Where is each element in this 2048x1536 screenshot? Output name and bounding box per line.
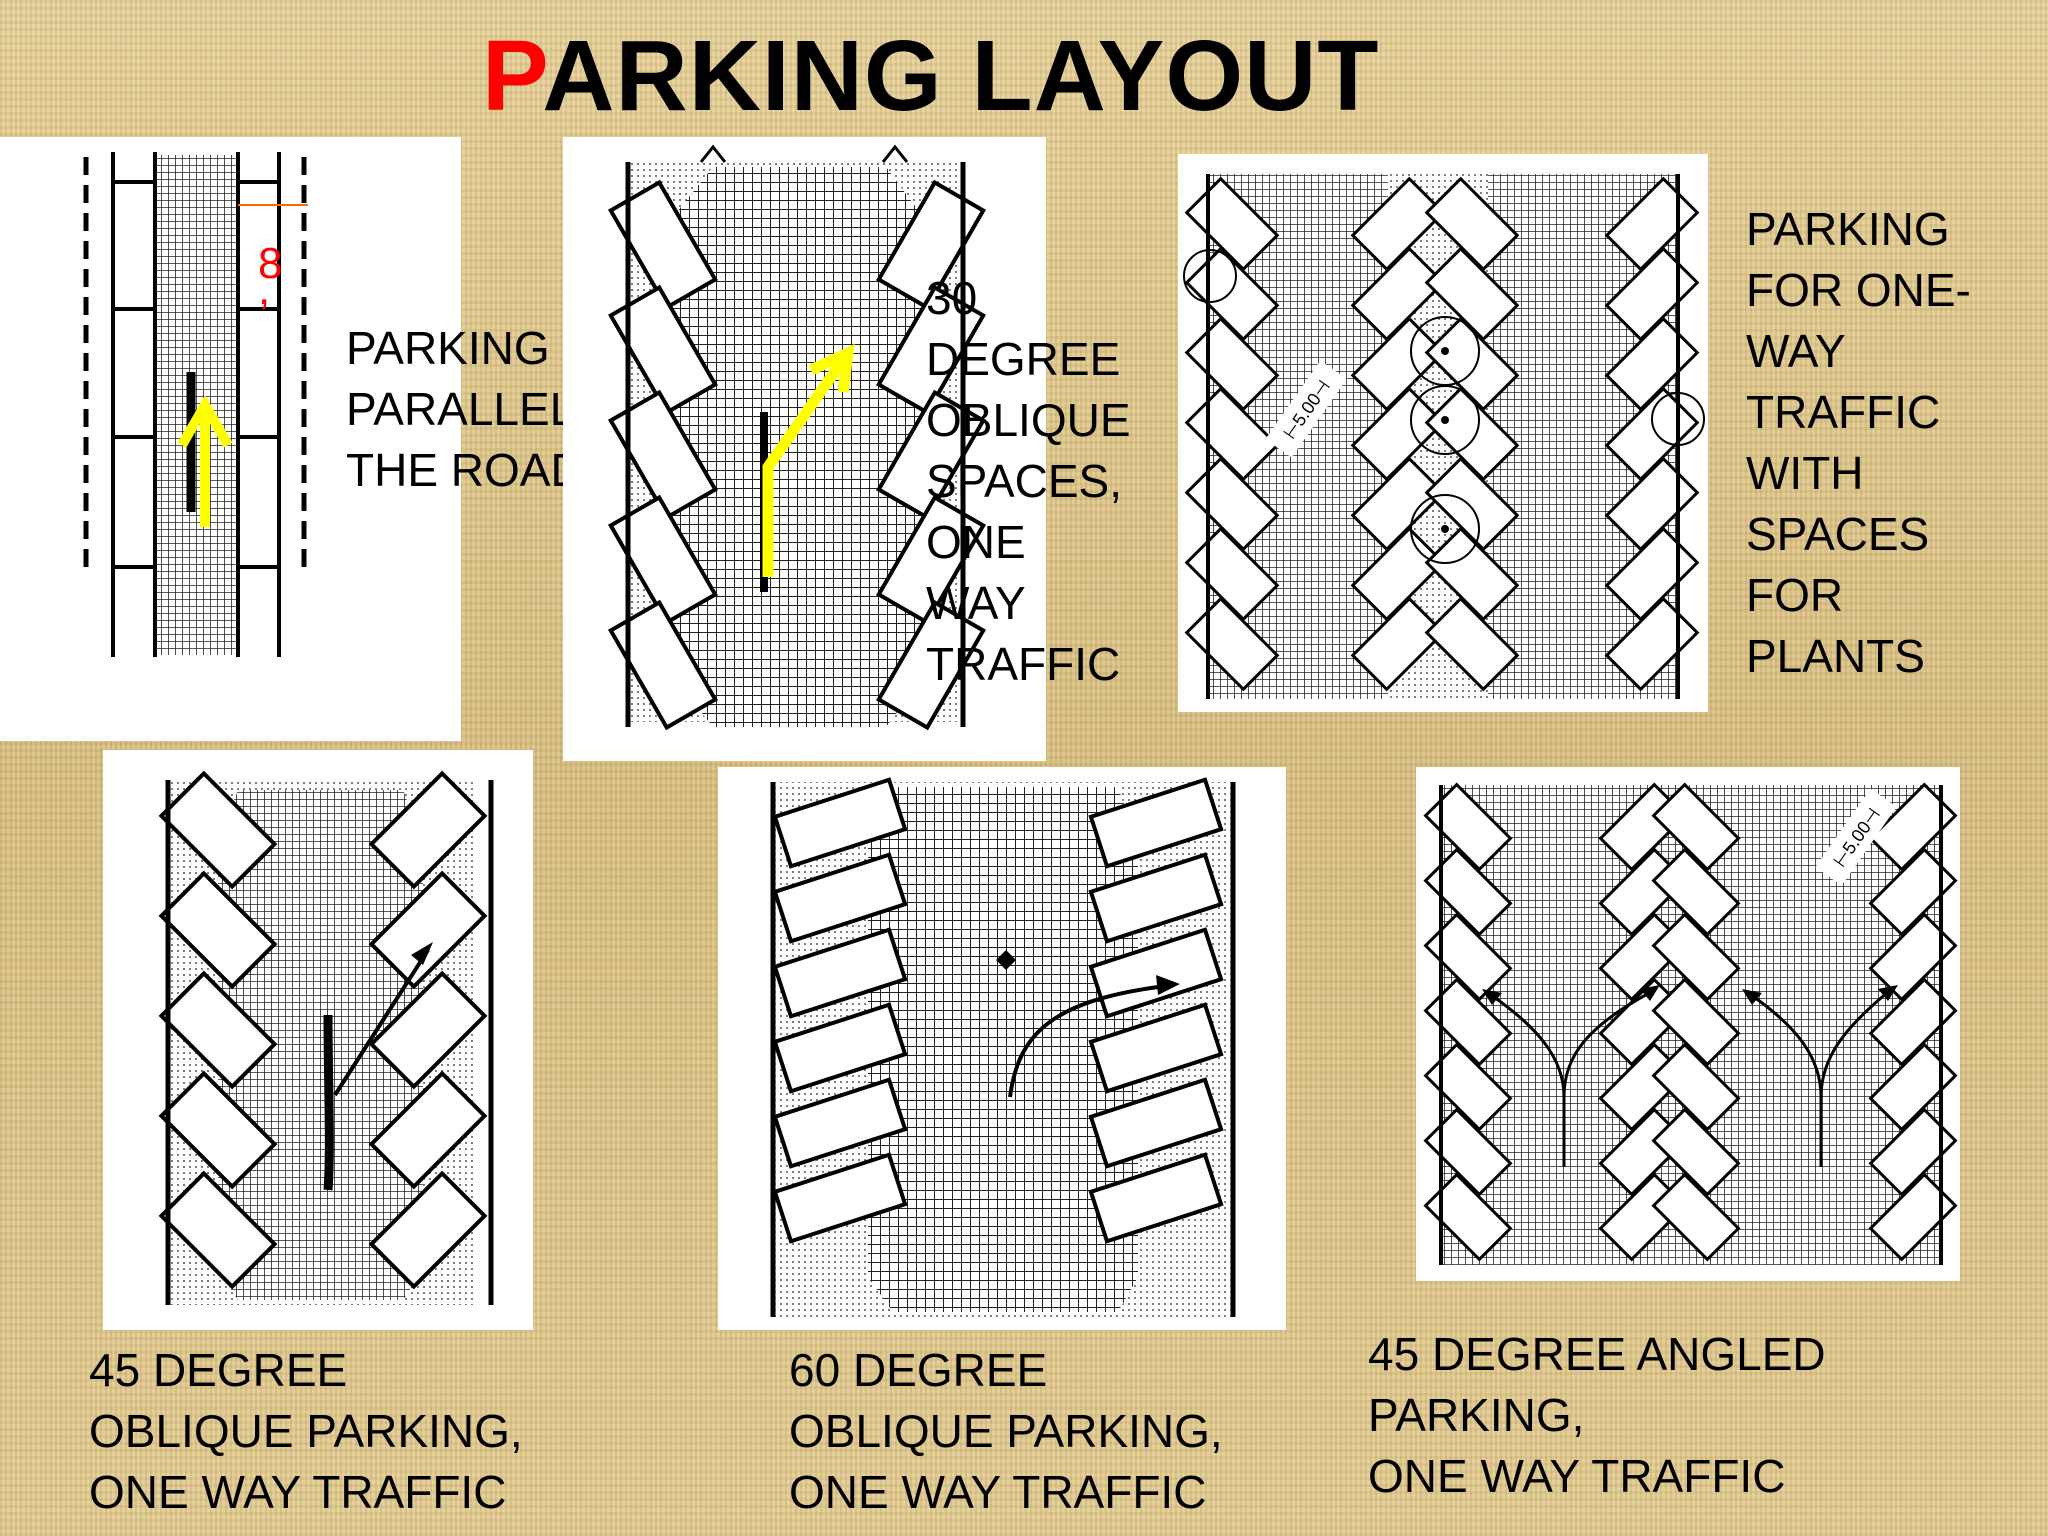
sixty-degree-drawing xyxy=(770,777,1236,1317)
angled-parking-diagram: ⊢5.00⊣ xyxy=(1416,767,1960,1281)
caption-line: ONE xyxy=(926,516,1026,568)
caption-line: WAY xyxy=(926,577,1026,629)
caption-line: THE ROAD xyxy=(346,444,584,496)
title-rest: ARKING LAYOUT xyxy=(542,20,1380,132)
caption-line: FOR xyxy=(1746,569,1844,621)
caption-line: 60 DEGREE xyxy=(789,1344,1048,1396)
angled-parking-drawing: ⊢5.00⊣ xyxy=(1423,782,1958,1265)
caption-line: 30 xyxy=(926,272,978,324)
traffic-arrows xyxy=(1493,990,1889,1167)
caption-line: ONE WAY TRAFFIC xyxy=(1368,1450,1786,1502)
caption-line: SPACES, xyxy=(926,455,1122,507)
sixty-degree-diagram xyxy=(718,767,1286,1330)
caption-sixty-degree: 60 DEGREE OBLIQUE PARKING, ONE WAY TRAFF… xyxy=(789,1340,1223,1523)
caption-line: OBLIQUE PARKING, xyxy=(89,1405,523,1457)
caption-line: TRAFFIC xyxy=(1746,386,1941,438)
caption-line: TRAFFIC xyxy=(926,638,1121,690)
right-stalls xyxy=(876,179,986,731)
caption-line: PARKING xyxy=(346,322,550,374)
parallel-parking-diagram xyxy=(0,137,461,741)
dimension-unit-mark: , xyxy=(258,265,271,314)
plants-parking-drawing: ⊢5.00⊣ xyxy=(1183,174,1705,699)
dimension-value: 8 xyxy=(258,239,283,288)
caption-line: ONE WAY TRAFFIC xyxy=(789,1466,1207,1518)
caption-line: 45 DEGREE ANGLED xyxy=(1368,1328,1826,1380)
dimension-label: 8 , xyxy=(258,242,282,312)
caption-plants: PARKING FOR ONE- WAY TRAFFIC WITH SPACES… xyxy=(1746,199,1971,687)
plant-circles xyxy=(1183,249,1705,564)
caption-thirty-degree: 30 DEGREE OBLIQUE SPACES, ONE WAY TRAFFI… xyxy=(926,268,1131,695)
forty-five-degree-diagram xyxy=(103,750,533,1330)
plants-parking-diagram: ⊢5.00⊣ xyxy=(1178,154,1708,712)
caption-line: PARKING xyxy=(1746,203,1950,255)
caption-line: WAY xyxy=(1746,325,1846,377)
caption-line: PARKING, xyxy=(1368,1389,1585,1441)
thirty-degree-diagram xyxy=(563,137,1046,761)
caption-angled: 45 DEGREE ANGLED PARKING, ONE WAY TRAFFI… xyxy=(1368,1324,1826,1507)
caption-line: FOR ONE- xyxy=(1746,264,1971,316)
caption-line: DEGREE xyxy=(926,333,1121,385)
caption-line: WITH xyxy=(1746,447,1864,499)
forty-five-degree-drawing xyxy=(158,770,494,1305)
caption-forty-five-degree: 45 DEGREE OBLIQUE PARKING, ONE WAY TRAFF… xyxy=(89,1340,523,1523)
caption-parallel: PARKING PARALLEL TO THE ROAD xyxy=(346,318,649,501)
caption-line: ONE WAY TRAFFIC xyxy=(89,1466,507,1518)
caption-line: SPACES xyxy=(1746,508,1930,560)
left-stalls xyxy=(608,179,718,731)
title-first-letter: P xyxy=(482,20,543,132)
thirty-degree-drawing xyxy=(608,144,986,731)
caption-line: OBLIQUE PARKING, xyxy=(789,1405,1223,1457)
caption-line: 45 DEGREE xyxy=(89,1344,348,1396)
page-title: PARKING LAYOUT xyxy=(482,18,1379,134)
caption-line: PLANTS xyxy=(1746,630,1925,682)
parallel-parking-drawing xyxy=(83,152,308,657)
caption-line: OBLIQUE xyxy=(926,394,1131,446)
